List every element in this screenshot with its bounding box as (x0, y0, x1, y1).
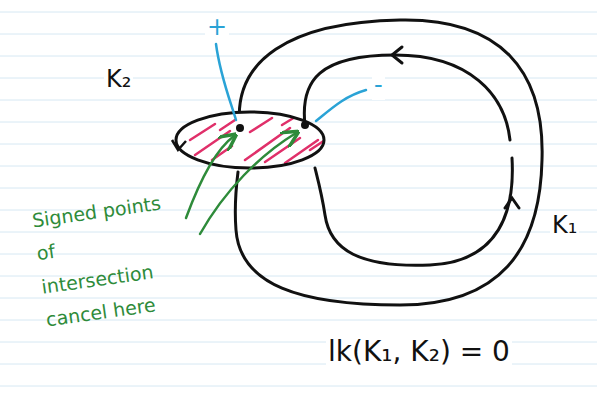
sign-leaders (216, 44, 366, 121)
note-text: Signed points of intersection cancel her… (28, 186, 183, 337)
sign-mark: + (205, 14, 229, 42)
note-arrows (186, 133, 296, 234)
seifert-disk (172, 112, 325, 168)
knot-name: K₁ (550, 212, 579, 240)
ruled-lines (0, 12, 597, 386)
formula: lk(K₁, K₂) = 0 (326, 336, 512, 368)
knot-name: K₂ (104, 66, 133, 94)
sign-mark: - (372, 72, 385, 100)
